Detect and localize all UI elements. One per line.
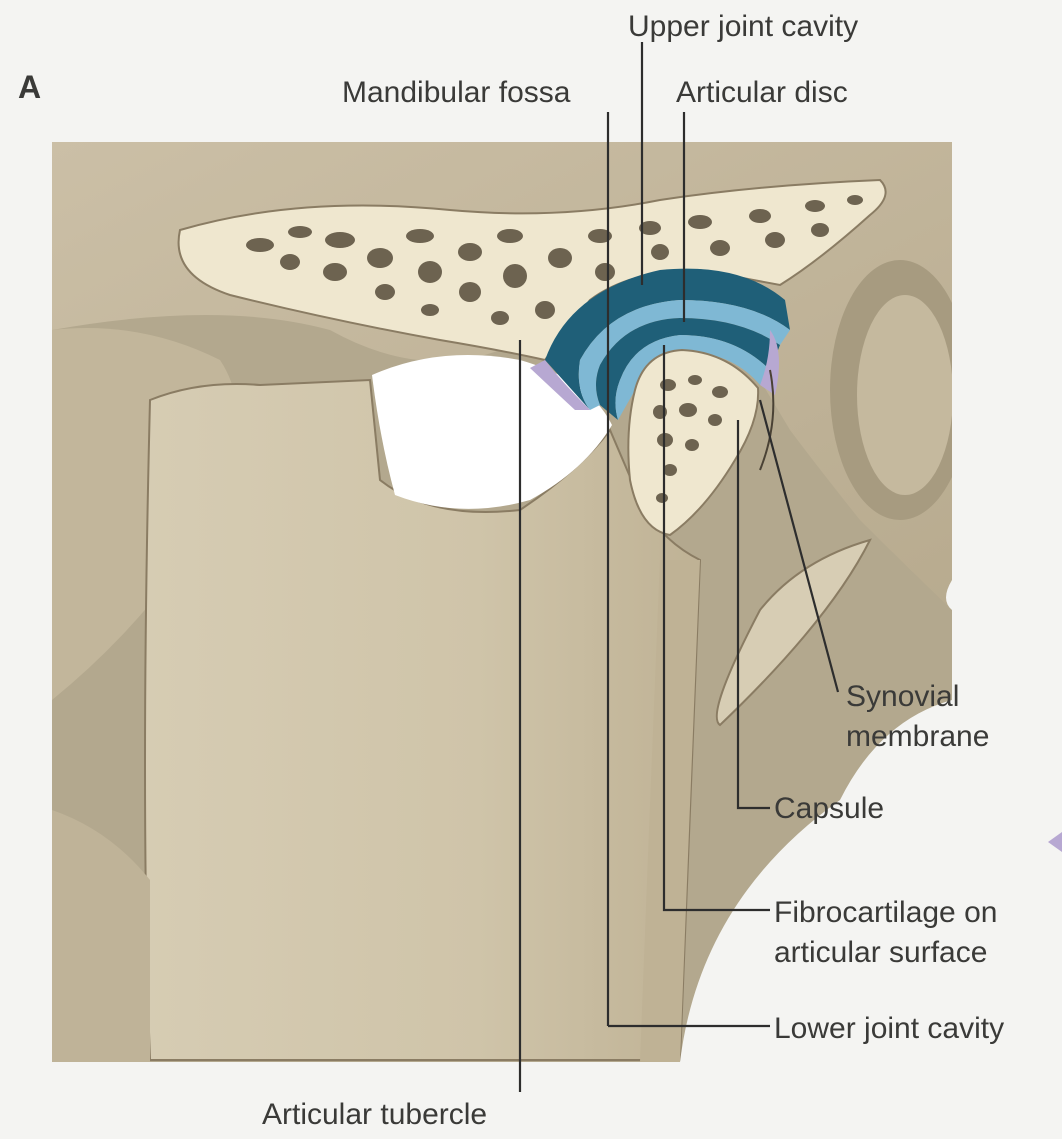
label-lower-joint-cavity: Lower joint cavity <box>774 1012 1004 1045</box>
panel-label: A <box>18 69 41 105</box>
label-upper-joint-cavity: Upper joint cavity <box>628 10 858 43</box>
label-articular-disc: Articular disc <box>676 76 848 109</box>
label-mandibular-fossa: Mandibular fossa <box>342 76 571 109</box>
label-fibrocartilage-2: articular surface <box>774 936 987 969</box>
right-margin <box>946 142 1062 1134</box>
left-margin <box>0 0 52 1134</box>
label-articular-tubercle: Articular tubercle <box>262 1098 487 1131</box>
auditory-meatus <box>857 295 953 495</box>
label-fibrocartilage-1: Fibrocartilage on <box>774 896 997 929</box>
label-synovial-membrane-2: membrane <box>846 720 989 753</box>
label-synovial-membrane-1: Synovial <box>846 680 959 713</box>
bottom-margin <box>0 1062 1062 1134</box>
top-margin <box>0 0 1062 142</box>
label-capsule: Capsule <box>774 792 884 825</box>
